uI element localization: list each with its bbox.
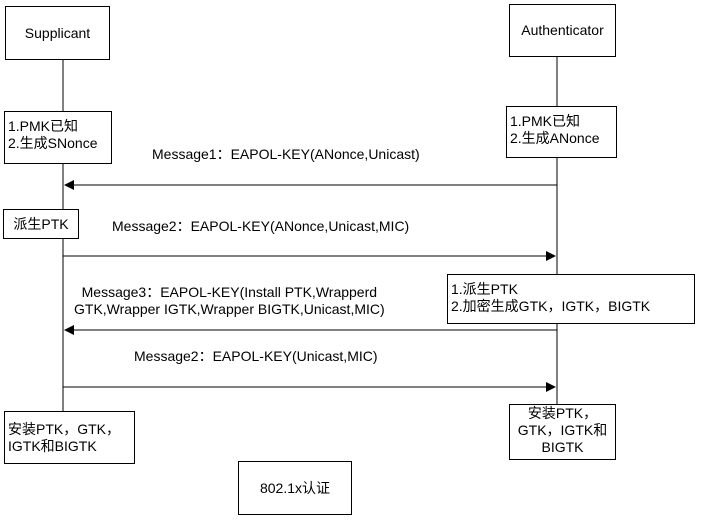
authenticator-init-line-1: 1.PMK已知 xyxy=(510,113,581,129)
authenticator-label: Authenticator xyxy=(521,22,604,38)
message3-line-1: Message3：EAPOL-KEY(Install PTK,Wrapperd xyxy=(81,284,378,300)
supplicant-install-box: 安装PTK，GTK， IGTK和BIGTK xyxy=(4,411,135,464)
authenticator-derive-line-2: 2.加密生成GTK，IGTK，BIGTK xyxy=(451,298,651,314)
authenticator-install-line-3: BIGTK xyxy=(541,439,584,455)
supplicant-derive-ptk-box: 派生PTK xyxy=(3,209,79,239)
caption-label: 802.1x认证 xyxy=(259,479,331,496)
supplicant-label: Supplicant xyxy=(24,24,91,41)
supplicant-init-box: 1.PMK已知 2.生成SNonce xyxy=(4,111,112,164)
supplicant-init-line-1: 1.PMK已知 xyxy=(8,118,79,134)
supplicant-init-line-2: 2.生成SNonce xyxy=(8,135,98,151)
supplicant-box: Supplicant xyxy=(5,6,110,60)
message3-line-2: GTK,Wrapper IGTK,Wrapper BIGTK,Unicast,M… xyxy=(74,301,385,317)
message3-label: Message3：EAPOL-KEY(Install PTK,Wrapperd … xyxy=(74,284,385,318)
supplicant-install-line-1: 安装PTK，GTK， xyxy=(8,421,121,437)
message1-label: Message1：EAPOL-KEY(ANonce,Unicast) xyxy=(152,146,420,162)
authenticator-install-line-2: GTK，IGTK和 xyxy=(517,422,608,438)
supplicant-install-line-2: IGTK和BIGTK xyxy=(8,438,97,454)
authenticator-derive-box: 1.派生PTK 2.加密生成GTK，IGTK，BIGTK xyxy=(447,274,695,324)
authenticator-init-box: 1.PMK已知 2.生成ANonce xyxy=(506,106,617,158)
caption-box: 802.1x认证 xyxy=(238,461,352,515)
authenticator-box: Authenticator xyxy=(509,4,616,57)
message2-label: Message2：EAPOL-KEY(ANonce,Unicast,MIC) xyxy=(112,218,410,234)
supplicant-derive-ptk-label: 派生PTK xyxy=(13,215,69,232)
authenticator-install-box: 安装PTK， GTK，IGTK和 BIGTK xyxy=(509,404,616,460)
authenticator-install-line-1: 安装PTK， xyxy=(527,405,598,421)
authenticator-derive-line-1: 1.派生PTK xyxy=(451,281,518,297)
message4-label: Message2：EAPOL-KEY(Unicast,MIC) xyxy=(134,348,378,364)
authenticator-init-line-2: 2.生成ANonce xyxy=(510,130,600,146)
